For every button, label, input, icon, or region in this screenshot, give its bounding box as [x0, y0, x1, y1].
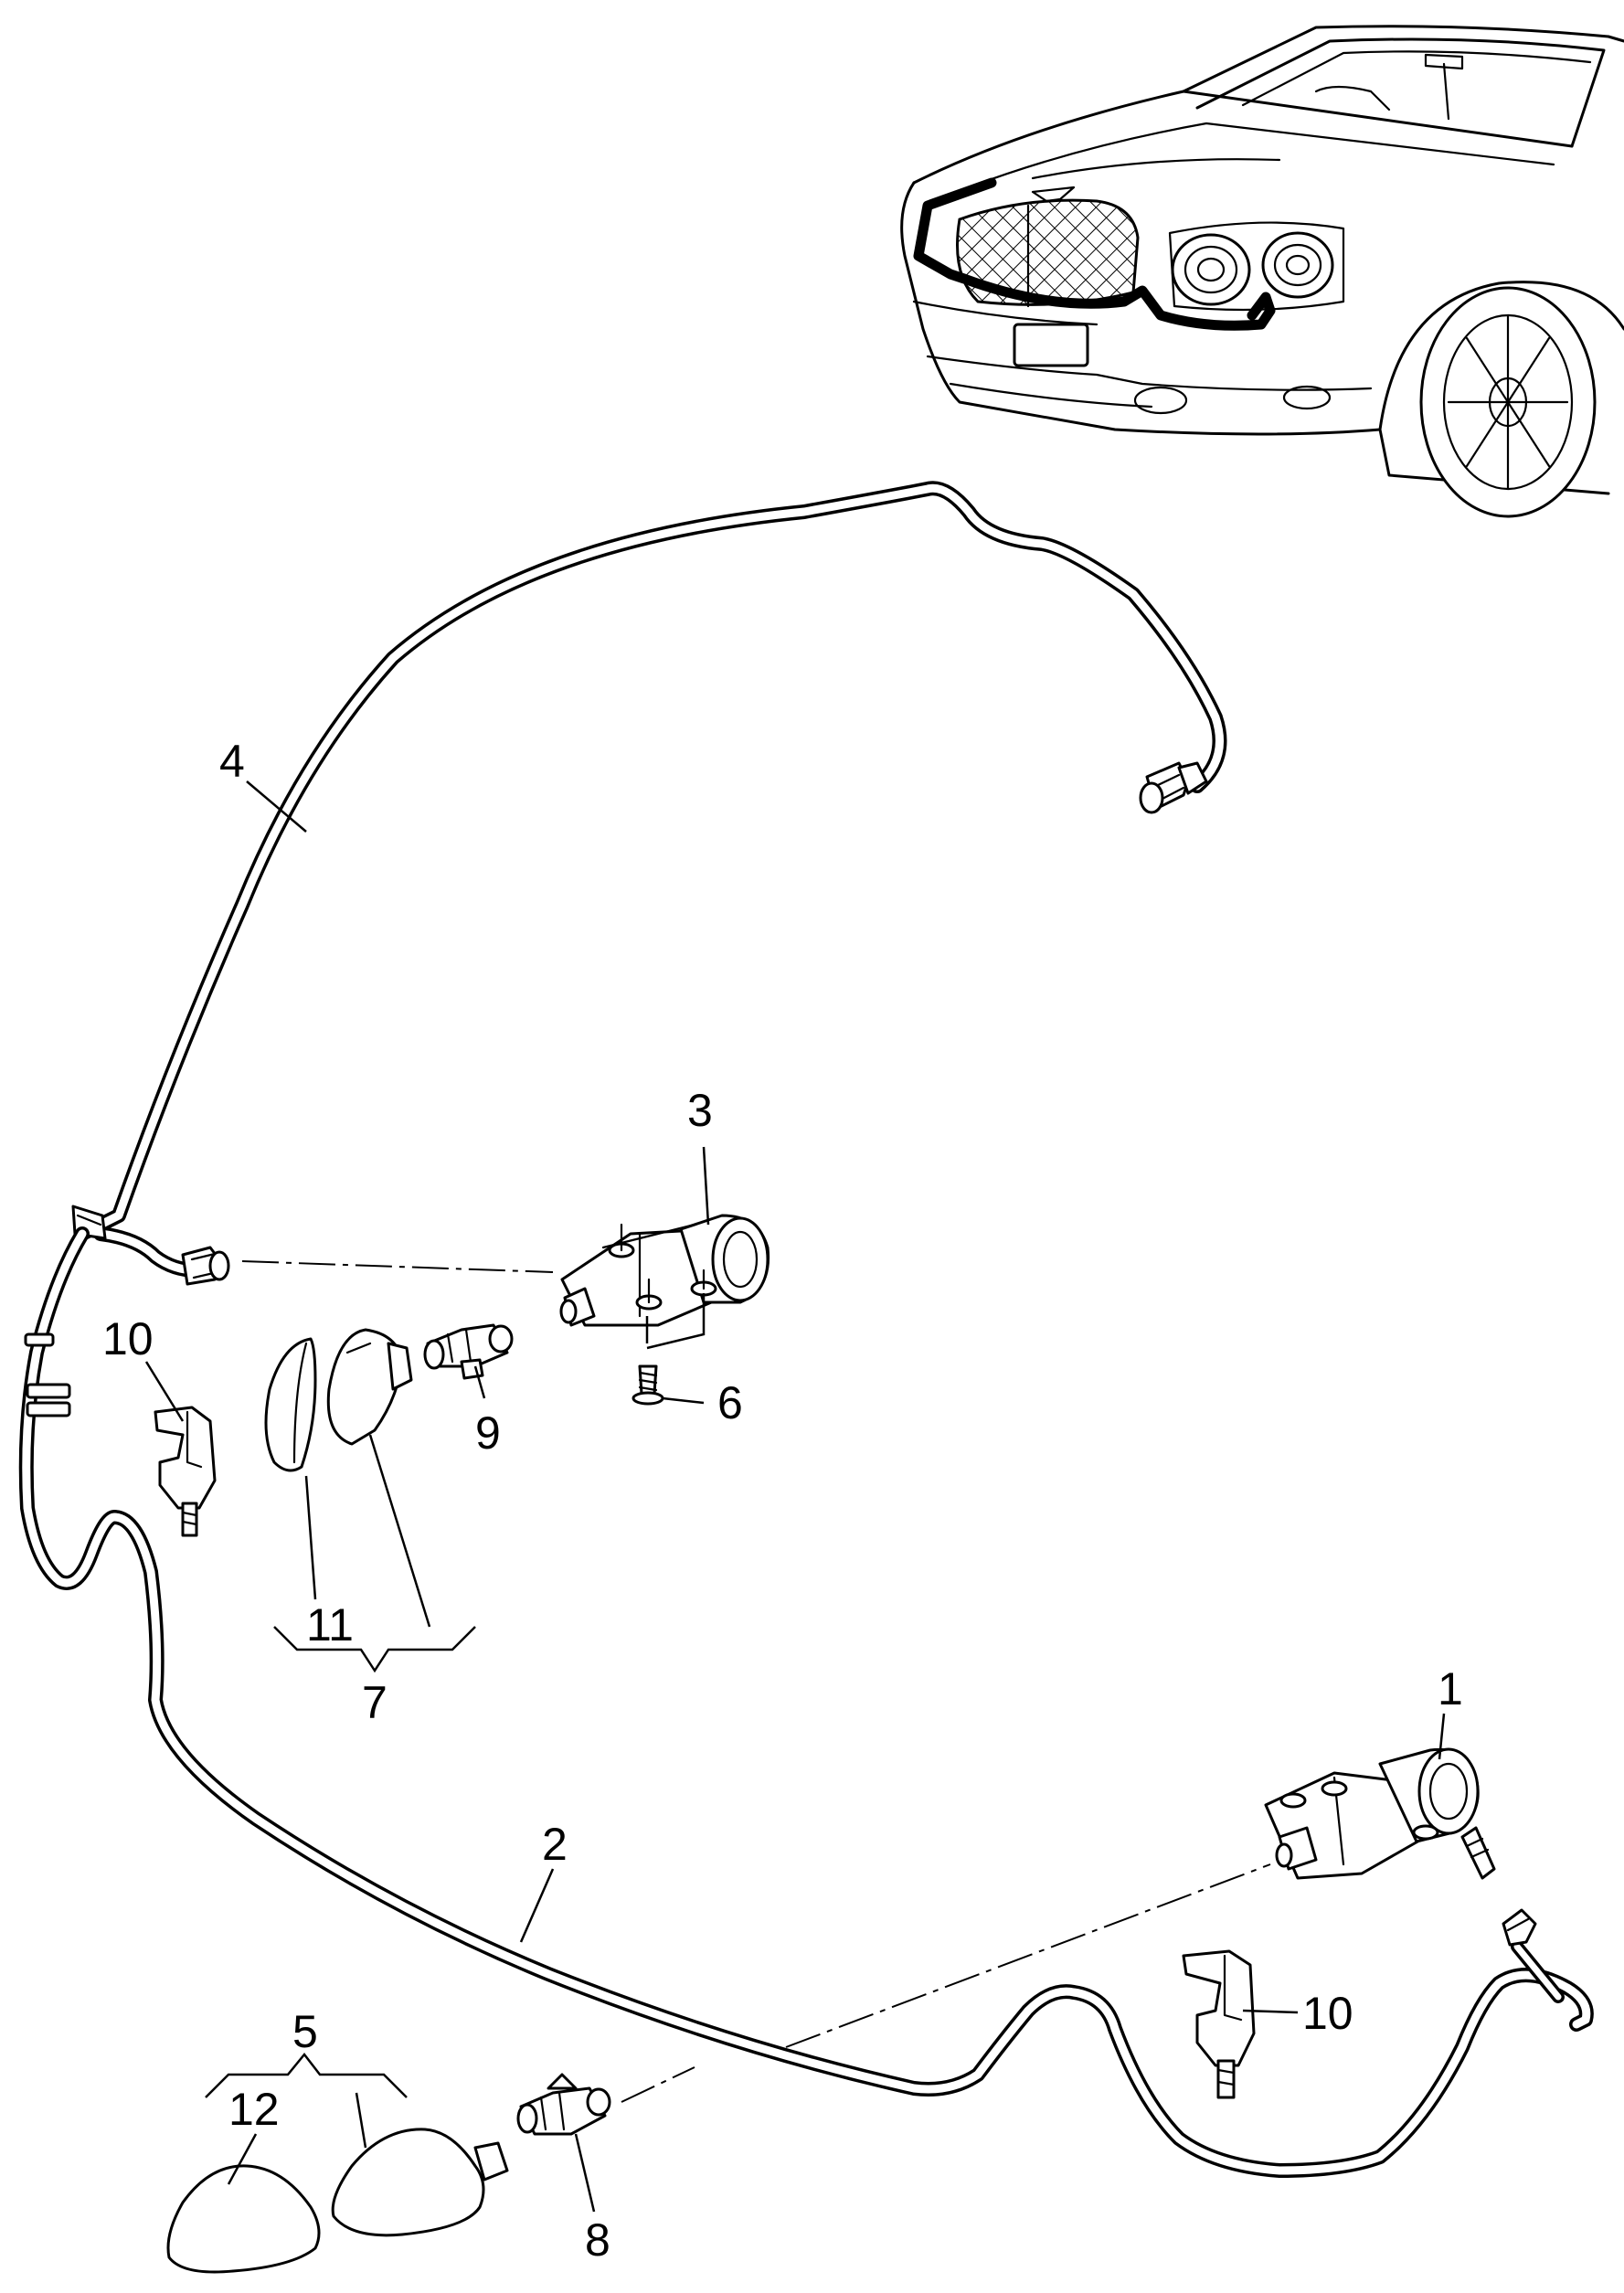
washer-nozzle-1	[1264, 1747, 1496, 1880]
callout-10-left: 10	[102, 1313, 154, 1364]
callout-9: 9	[475, 1407, 501, 1459]
car-front-illustration	[900, 25, 1624, 518]
cover-cap-assembly-7	[264, 1328, 413, 1472]
callout-1: 1	[1438, 1663, 1463, 1714]
callout-12: 12	[228, 2084, 280, 2135]
hose-4-nozzle-connector	[181, 1246, 230, 1286]
connector-9	[423, 1323, 514, 1380]
hose-4-end-connector	[1139, 761, 1208, 814]
callout-7: 7	[362, 1677, 387, 1728]
cover-cap-assembly-5	[166, 2128, 509, 2274]
callout-2: 2	[542, 1819, 568, 1870]
cover-body	[331, 2128, 485, 2237]
headlights	[1168, 221, 1345, 312]
leader-lines	[144, 780, 1446, 2213]
assembly-line	[621, 2066, 695, 2103]
cap-11	[264, 1337, 317, 1472]
front-wheel	[1378, 281, 1624, 518]
callout-5: 5	[292, 2006, 318, 2057]
callout-11: 11	[306, 1599, 354, 1651]
callout-3: 3	[687, 1085, 713, 1136]
callout-6: 6	[717, 1377, 743, 1428]
washer-hose-routing-highlight	[913, 177, 1276, 331]
callout-8: 8	[585, 2214, 610, 2266]
callout-10-right: 10	[1302, 1988, 1353, 2039]
assembly-line	[241, 1260, 554, 1273]
callout-4: 4	[219, 736, 245, 787]
hose-2	[18, 1226, 1594, 2178]
callout-numbers: 4 3 6 9 10 11 7 1 2 10 5 12 8	[102, 736, 1463, 2266]
bracket-10-right	[1182, 1949, 1256, 2099]
connector-8	[516, 2073, 611, 2136]
hose-4	[71, 481, 1227, 1286]
hose-clamp	[24, 1332, 55, 1347]
assembly-line	[785, 1863, 1271, 2048]
hose-2-end-connector	[1502, 1908, 1565, 2003]
bracket-10-left	[154, 1406, 217, 1537]
hose-clamp	[26, 1383, 71, 1399]
cap-12	[166, 2164, 321, 2274]
hose-clamp	[26, 1401, 71, 1417]
bentley-badge	[1031, 186, 1076, 203]
washer-nozzle-3	[559, 1214, 770, 1327]
